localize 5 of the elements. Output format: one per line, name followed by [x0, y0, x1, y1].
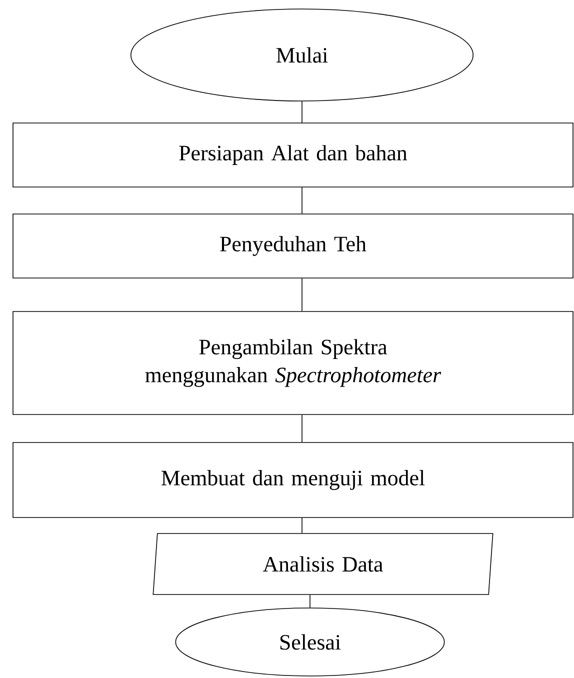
- process-box: Pengambilan Spektra menggunakan Spectrophotometer: [12, 311, 574, 415]
- process-box: Persiapan Alat dan bahan: [12, 122, 574, 188]
- data-parallelogram: Analisis Data: [152, 533, 494, 595]
- process-box: Membuat dan menguji model: [12, 442, 574, 518]
- process-box: Penyeduhan Teh: [12, 214, 574, 278]
